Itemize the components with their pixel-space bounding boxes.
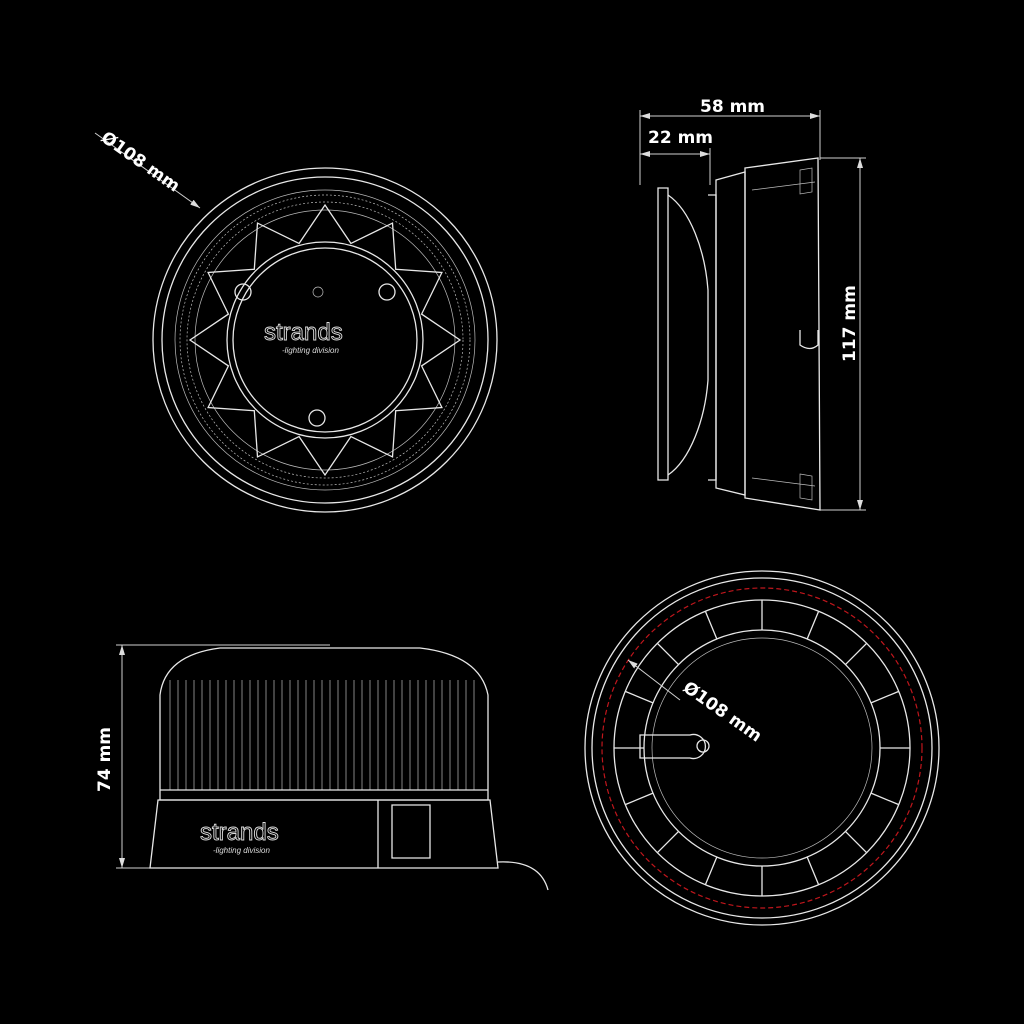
rib	[704, 856, 718, 885]
diameter-leader	[94, 132, 201, 209]
front-logo: strands -lighting division	[200, 819, 280, 855]
lens-dome	[159, 647, 489, 801]
bottom-diameter-label: Ø108 mm	[679, 678, 765, 747]
rib	[844, 642, 868, 666]
screw-icon	[308, 409, 326, 427]
star-reflector	[188, 203, 462, 477]
rib	[656, 830, 680, 854]
bottom-view: Ø108 mm	[584, 570, 940, 926]
logo: strands -lighting division	[264, 319, 344, 355]
star-outline	[188, 203, 462, 477]
rib	[806, 856, 820, 885]
side-view: 58 mm 22 mm 117 mm	[639, 97, 866, 511]
width-total-label: 58 mm	[700, 97, 765, 117]
rib	[704, 611, 718, 640]
rib	[806, 611, 820, 640]
svg-text:strands: strands	[200, 819, 279, 846]
outer-ring	[152, 167, 498, 513]
front-view: 74 mm strands -lighting division	[95, 644, 549, 891]
screw-icon	[378, 283, 396, 301]
screw-icon	[234, 283, 252, 301]
hidden-line	[601, 587, 923, 909]
height-label: 117 mm	[840, 285, 860, 362]
width-base-label: 22 mm	[648, 128, 713, 148]
rib	[656, 642, 680, 666]
svg-text:strands: strands	[264, 319, 343, 346]
rib	[844, 830, 868, 854]
svg-text:-lighting division: -lighting division	[282, 346, 339, 355]
rib	[625, 792, 654, 806]
front-height-label: 74 mm	[95, 727, 115, 792]
top-view: Ø108 mm strands -lighting division	[94, 128, 498, 513]
rib	[625, 690, 654, 704]
svg-text:-lighting division: -lighting division	[213, 846, 270, 855]
top-view-diameter-label: Ø108 mm	[97, 128, 183, 197]
rib	[870, 792, 899, 806]
rib	[870, 690, 899, 704]
base	[149, 799, 499, 869]
